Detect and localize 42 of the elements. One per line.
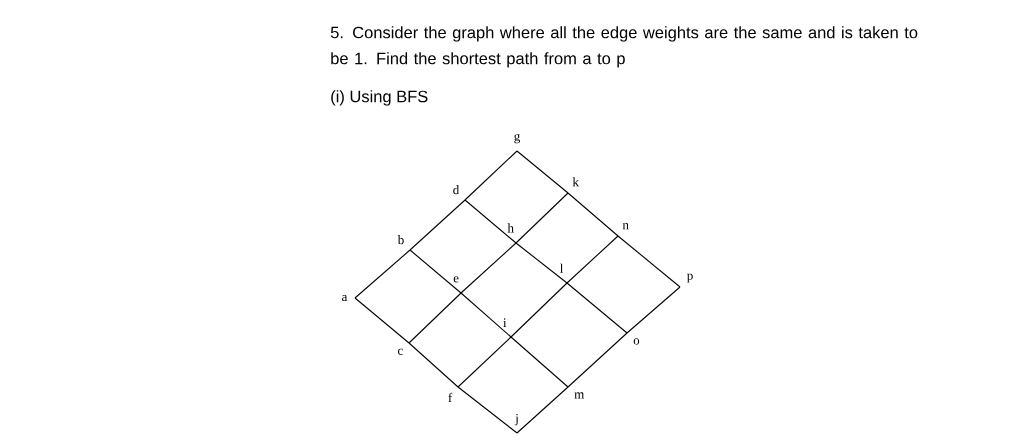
graph-edge bbox=[464, 199, 517, 244]
graph-edge bbox=[354, 297, 410, 344]
graph-edge bbox=[354, 249, 411, 299]
vertex-label: p bbox=[687, 273, 693, 283]
vertex-label: f bbox=[448, 392, 453, 402]
vertex-label: c bbox=[398, 348, 403, 355]
vertex-label: b bbox=[397, 235, 404, 245]
graph-edge bbox=[516, 386, 569, 434]
graph-edge bbox=[408, 292, 462, 344]
graph-edge bbox=[408, 342, 459, 388]
vertex-label: l bbox=[560, 263, 564, 273]
question-text: 5. Consider the graph where all the edge weights are the same and is taken to be 1. Find the shortest path from a to p bbox=[330, 26, 918, 68]
subquestion-label: (i) Using BFS bbox=[331, 90, 428, 106]
graph-edge bbox=[566, 282, 628, 334]
vertex-label: h bbox=[507, 223, 514, 233]
graph-edge bbox=[457, 386, 518, 434]
vertex-label: o bbox=[633, 338, 640, 345]
vertex-label: k bbox=[572, 177, 579, 187]
graph-edge bbox=[566, 235, 619, 284]
graph-edge bbox=[460, 242, 517, 294]
graph-edge bbox=[516, 150, 569, 194]
graph-edge bbox=[409, 249, 462, 294]
vertex-label: j bbox=[514, 414, 518, 426]
graph-edge bbox=[460, 292, 512, 338]
graph-edge bbox=[510, 336, 569, 388]
graph-edge bbox=[515, 242, 568, 284]
vertex-label: g bbox=[514, 133, 520, 144]
vertex-label: a bbox=[342, 294, 348, 302]
graph-edge bbox=[515, 192, 569, 244]
graph-edge bbox=[409, 199, 466, 251]
graph-edge bbox=[457, 336, 512, 388]
graph-edge bbox=[626, 286, 681, 334]
vertex-label: n bbox=[622, 223, 629, 230]
graph-edge bbox=[464, 150, 518, 201]
graph-edge bbox=[567, 332, 628, 388]
graph-edge bbox=[510, 282, 568, 338]
graph-edge bbox=[617, 235, 681, 288]
vertex-label: m bbox=[574, 392, 585, 399]
vertex-label: e bbox=[453, 276, 459, 283]
graph-edge bbox=[567, 192, 619, 237]
vertex-label: d bbox=[453, 185, 460, 195]
vertex-label: i bbox=[503, 318, 507, 327]
